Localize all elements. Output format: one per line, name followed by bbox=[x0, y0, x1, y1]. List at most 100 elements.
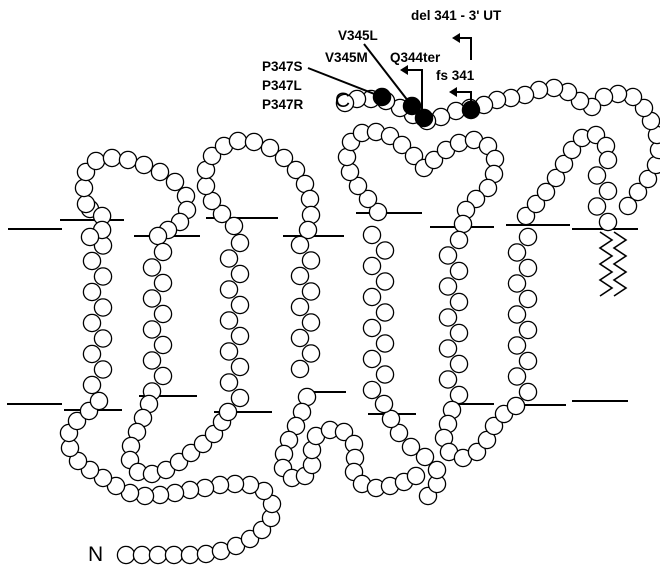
residue-bead bbox=[231, 389, 248, 406]
residue-bead bbox=[291, 360, 308, 377]
residue-bead bbox=[508, 275, 525, 292]
residue-bead bbox=[229, 132, 246, 149]
n-terminus-label: N bbox=[88, 543, 103, 566]
residue-bead bbox=[624, 88, 641, 105]
residue-bead bbox=[94, 330, 111, 347]
residue-bead bbox=[154, 305, 171, 322]
label-q344ter: Q344ter bbox=[390, 50, 441, 65]
residue-bead bbox=[376, 304, 393, 321]
residue-bead bbox=[83, 283, 100, 300]
residue-bead bbox=[83, 345, 100, 362]
residue-bead bbox=[507, 397, 524, 414]
residue-bead bbox=[599, 151, 616, 168]
residue-bead bbox=[143, 352, 160, 369]
residue-bead bbox=[291, 236, 308, 253]
residue-bead bbox=[407, 467, 424, 484]
residue-bead bbox=[181, 546, 198, 563]
label-v345l: V345L bbox=[338, 28, 378, 43]
residue-bead bbox=[220, 281, 237, 298]
residue-bead bbox=[94, 268, 111, 285]
residue-bead bbox=[508, 306, 525, 323]
residue-bead bbox=[231, 234, 248, 251]
residue-bead bbox=[83, 376, 100, 393]
residue-bead bbox=[363, 319, 380, 336]
residue-bead bbox=[143, 321, 160, 338]
residue-bead bbox=[450, 293, 467, 310]
residue-bead bbox=[211, 476, 228, 493]
residue-bead bbox=[154, 367, 171, 384]
residue-bead bbox=[519, 228, 536, 245]
arrowhead-fs341 bbox=[449, 87, 457, 97]
residue-bead bbox=[220, 374, 237, 391]
residue-bead bbox=[133, 546, 150, 563]
mutated-residue bbox=[415, 109, 432, 126]
residue-bead bbox=[143, 290, 160, 307]
residue-bead bbox=[302, 345, 319, 362]
residue-bead bbox=[165, 546, 182, 563]
label-del341: del 341 - 3' UT bbox=[411, 8, 502, 23]
residue-bead bbox=[143, 259, 160, 276]
residue-bead bbox=[231, 265, 248, 282]
residue-bead bbox=[508, 244, 525, 261]
residue-bead bbox=[519, 352, 536, 369]
residue-bead bbox=[103, 149, 120, 166]
residue-bead bbox=[519, 259, 536, 276]
residue-bead bbox=[439, 371, 456, 388]
residue-bead bbox=[181, 481, 198, 498]
residue-bead bbox=[508, 337, 525, 354]
residue-bead bbox=[363, 350, 380, 367]
residue-bead bbox=[220, 312, 237, 329]
residue-bead bbox=[439, 309, 456, 326]
mutated-residue bbox=[462, 101, 479, 118]
residue-bead bbox=[519, 290, 536, 307]
residue-bead bbox=[154, 336, 171, 353]
label-p347l: P347L bbox=[262, 78, 302, 93]
label-p347r: P347R bbox=[262, 97, 304, 112]
residue-bead bbox=[135, 156, 152, 173]
residue-bead bbox=[376, 242, 393, 259]
residue-bead bbox=[301, 190, 318, 207]
residue-bead bbox=[439, 247, 456, 264]
residue-bead bbox=[231, 358, 248, 375]
residue-bead bbox=[291, 298, 308, 315]
residue-bead bbox=[90, 392, 107, 409]
residue-bead bbox=[154, 243, 171, 260]
residue-bead bbox=[376, 335, 393, 352]
residue-bead bbox=[149, 227, 166, 244]
residue-bead bbox=[136, 487, 153, 504]
residue-bead bbox=[245, 133, 262, 150]
residue-bead bbox=[77, 195, 94, 212]
residue-bead bbox=[599, 213, 616, 230]
residue-bead bbox=[450, 262, 467, 279]
palmitoyl-anchor bbox=[600, 232, 626, 296]
residue-bead bbox=[149, 546, 166, 563]
residue-bead bbox=[231, 296, 248, 313]
residue-bead bbox=[302, 206, 319, 223]
residue-bead bbox=[119, 151, 136, 168]
residue-bead bbox=[450, 231, 467, 248]
residue-bead bbox=[450, 355, 467, 372]
residue-bead bbox=[83, 314, 100, 331]
residue-bead bbox=[439, 278, 456, 295]
residue-bead bbox=[450, 134, 467, 151]
residue-bead bbox=[363, 257, 380, 274]
residue-bead bbox=[363, 288, 380, 305]
residue-bead bbox=[363, 381, 380, 398]
residue-bead bbox=[599, 182, 616, 199]
residue-bead bbox=[94, 299, 111, 316]
residue-bead bbox=[402, 438, 419, 455]
residue-bead bbox=[588, 167, 605, 184]
arrowhead-del341 bbox=[452, 33, 460, 43]
residue-bead bbox=[75, 179, 92, 196]
residue-bead bbox=[219, 403, 236, 420]
residue-bead bbox=[341, 163, 358, 180]
label-fs341: fs 341 bbox=[436, 68, 475, 83]
residue-bead bbox=[519, 383, 536, 400]
label-v345m: V345M bbox=[325, 50, 368, 65]
residue-bead bbox=[151, 163, 168, 180]
residue-bead bbox=[220, 343, 237, 360]
residue-bead bbox=[83, 252, 100, 269]
residue-bead bbox=[291, 329, 308, 346]
